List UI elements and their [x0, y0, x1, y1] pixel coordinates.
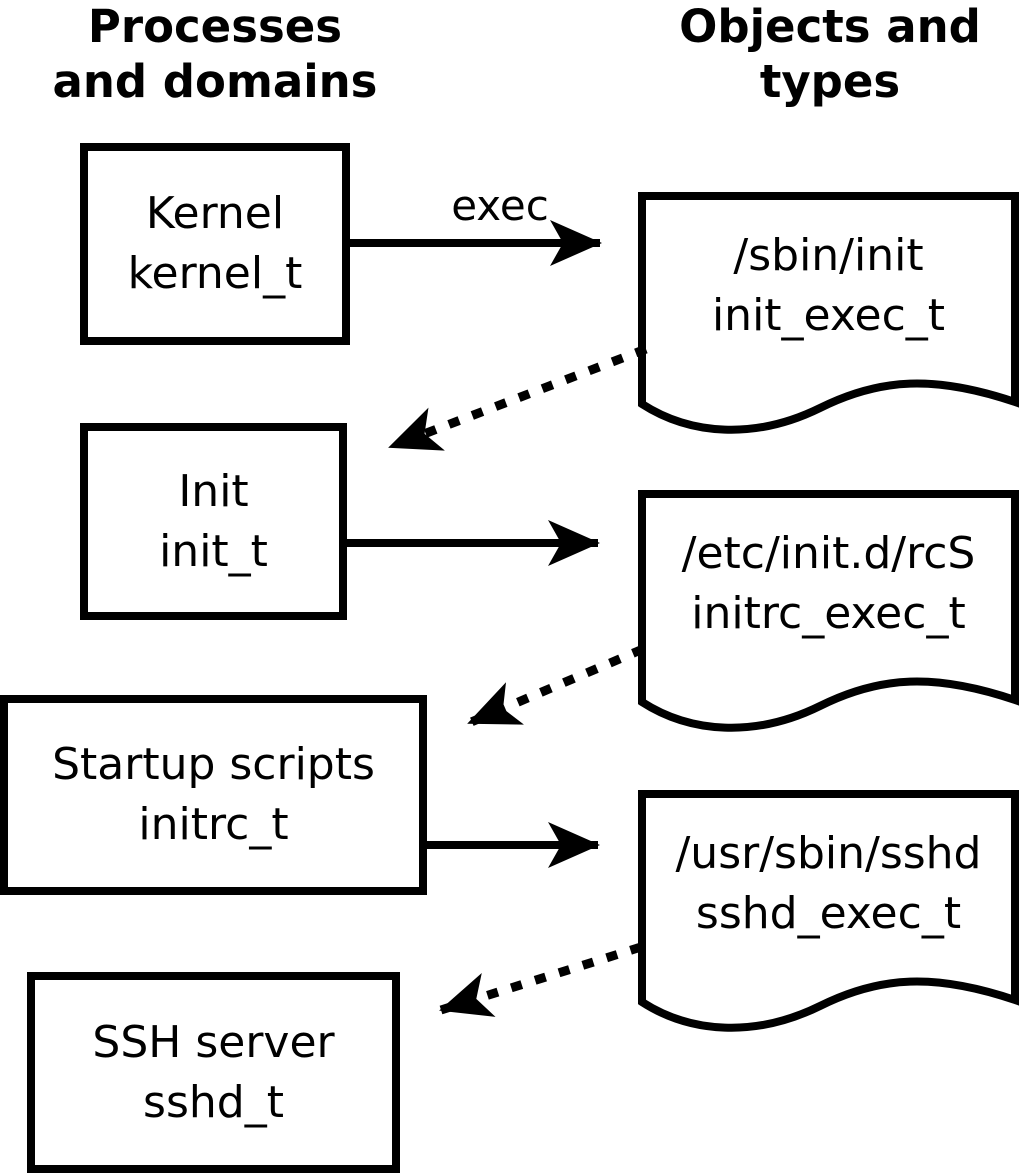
document-shape-usr-sbin-sshd: [638, 790, 1019, 1032]
transition-arrow-sshd-exec-to-sshd: [439, 942, 643, 1017]
document-shape-etc-initd-rcs: [638, 490, 1019, 732]
process-box-kernel: [80, 143, 350, 345]
process-box-startup-scripts: [0, 695, 427, 895]
document-shape-sbin-init: [638, 192, 1019, 434]
process-box-init: [80, 423, 347, 620]
transition-arrow-init-exec-to-init: [388, 344, 648, 452]
transition-arrow-initrc-exec-to-initrc: [467, 644, 645, 728]
process-box-ssh-server: [27, 972, 400, 1173]
